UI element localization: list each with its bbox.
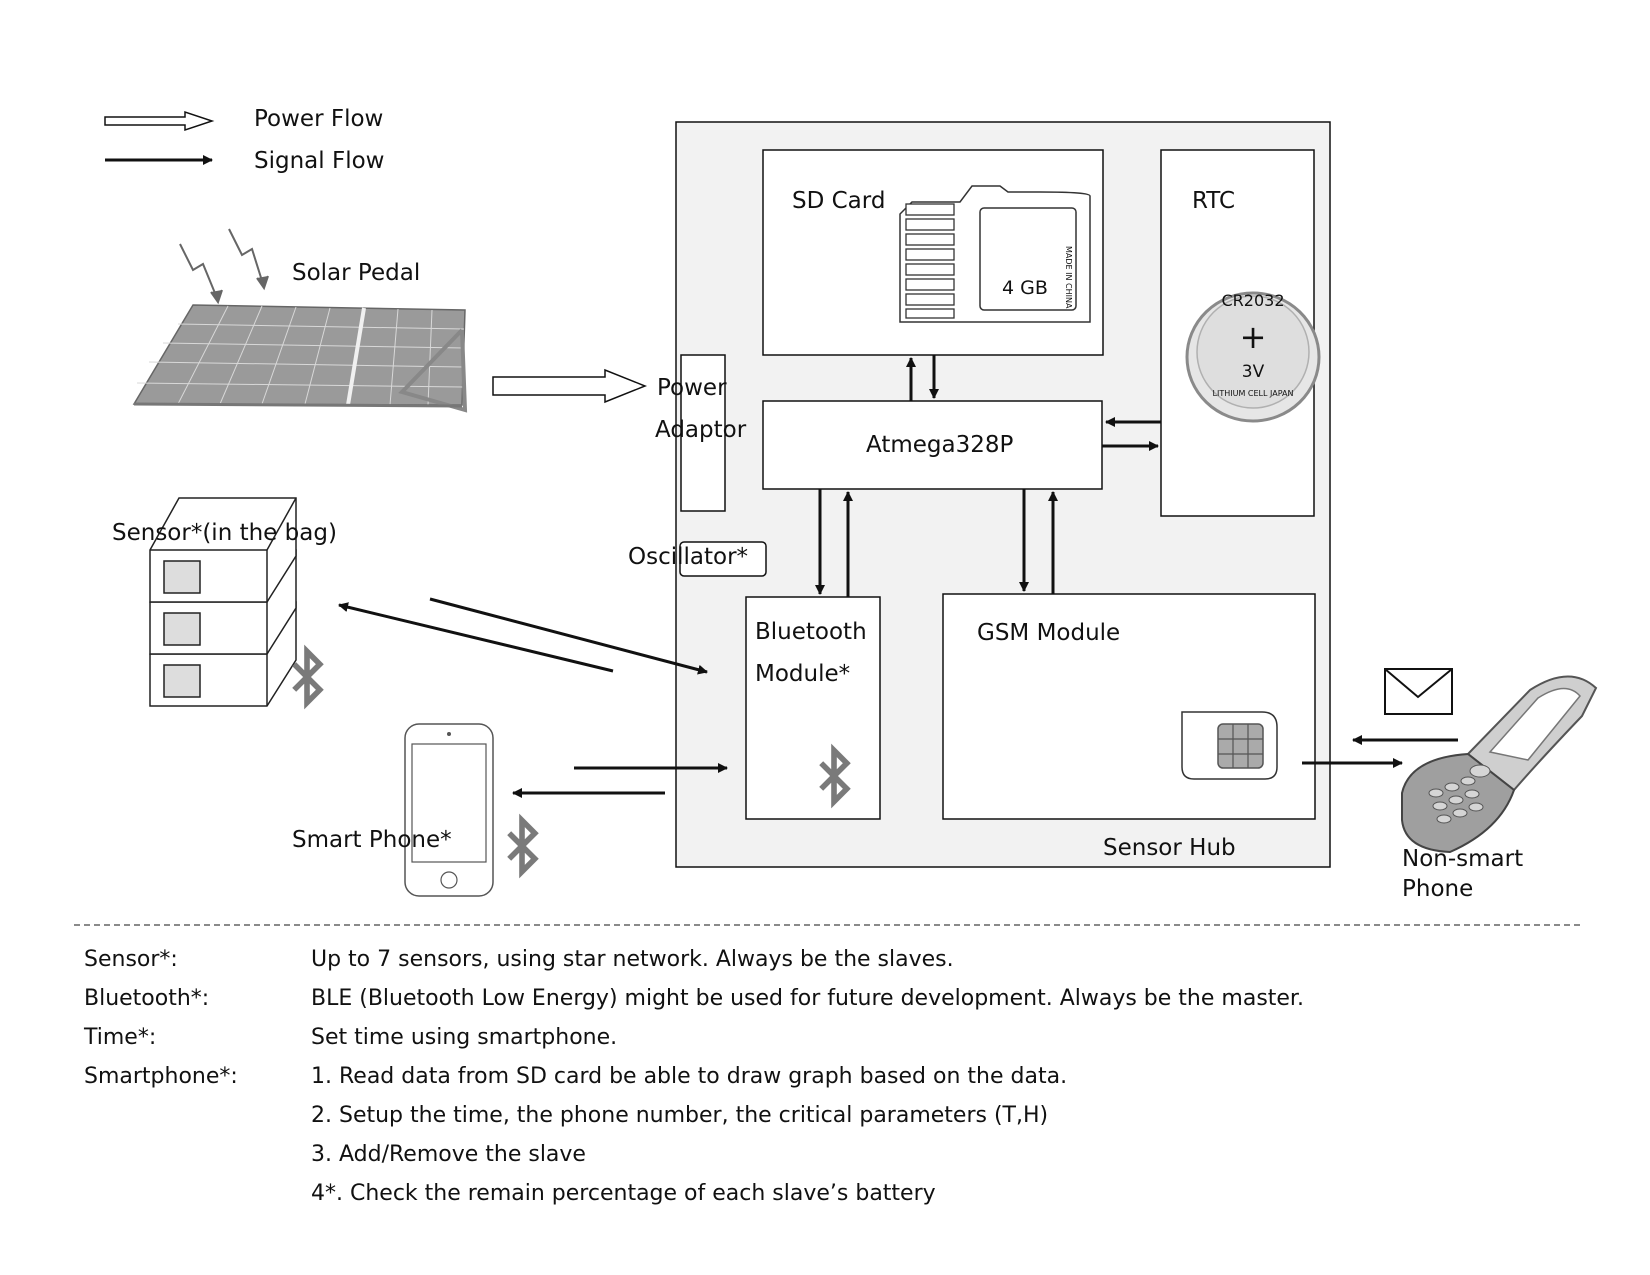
- note-row-smartphone-1: Smartphone*: 1. Read data from SD card b…: [84, 1057, 1584, 1096]
- non-smart-phone-label-line2: Phone: [1402, 876, 1473, 902]
- coin-battery-image: CR2032 + 3V LITHIUM CELL JAPAN: [1187, 291, 1319, 421]
- sensor-hub-label: Sensor Hub: [1103, 835, 1236, 861]
- atmega328p-label: Atmega328P: [866, 432, 1013, 458]
- power-adaptor-label-line1: Power: [657, 375, 727, 401]
- note-row-time: Time*: Set time using smartphone.: [84, 1018, 1584, 1057]
- note-row-sensor: Sensor*: Up to 7 sensors, using star net…: [84, 940, 1584, 979]
- lightning-icon: [180, 229, 268, 302]
- note-term: Bluetooth*:: [84, 986, 311, 1011]
- battery-model-text: CR2032: [1221, 291, 1284, 310]
- envelope-icon: [1385, 669, 1452, 714]
- sd-card-label: SD Card: [792, 188, 885, 214]
- gsm-module-label: GSM Module: [977, 620, 1120, 646]
- note-definition: 4*. Check the remain percentage of each …: [311, 1181, 1584, 1206]
- sensor-label: Sensor*(in the bag): [112, 520, 337, 546]
- bluetooth-to-sensor-arrow: [339, 605, 613, 671]
- note-row-smartphone-2: 2. Setup the time, the phone number, the…: [84, 1096, 1584, 1135]
- note-term: Sensor*:: [84, 947, 311, 972]
- power-flow-legend-label: Power Flow: [254, 106, 383, 132]
- note-definition: 3. Add/Remove the slave: [311, 1142, 1584, 1167]
- bluetooth-module-label-line2: Module*: [755, 661, 850, 687]
- sd-card-capacity: 4 GB: [1002, 277, 1048, 299]
- signal-flow-legend-label: Signal Flow: [254, 148, 384, 174]
- battery-maker-text: LITHIUM CELL JAPAN: [1213, 389, 1294, 398]
- bluetooth-icon: [509, 820, 535, 871]
- note-row-smartphone-4: 4*. Check the remain percentage of each …: [84, 1174, 1584, 1213]
- sd-card-image: 4 GB MADE IN CHINA: [900, 186, 1090, 322]
- non-smart-phone-label-line1: Non-smart: [1402, 846, 1523, 872]
- legend: Power Flow Signal Flow: [105, 106, 384, 174]
- bluetooth-icon: [294, 651, 320, 702]
- bluetooth-module-label-line1: Bluetooth: [755, 619, 867, 645]
- smart-phone-image: [405, 724, 493, 896]
- note-term: Time*:: [84, 1025, 311, 1050]
- power-adaptor-label-line2: Adaptor: [655, 417, 747, 443]
- note-definition: 2. Setup the time, the phone number, the…: [311, 1103, 1584, 1128]
- system-diagram: Power Flow Signal Flow Solar Pedal: [0, 0, 1650, 930]
- note-definition: Set time using smartphone.: [311, 1025, 1584, 1050]
- solar-to-adaptor-power-arrow: [493, 370, 645, 402]
- sim-card-icon: [1182, 712, 1277, 779]
- note-row-bluetooth: Bluetooth*: BLE (Bluetooth Low Energy) m…: [84, 979, 1584, 1018]
- notes-section: Sensor*: Up to 7 sensors, using star net…: [84, 940, 1584, 1213]
- note-definition: 1. Read data from SD card be able to dra…: [311, 1064, 1584, 1089]
- note-row-smartphone-3: 3. Add/Remove the slave: [84, 1135, 1584, 1174]
- note-definition: Up to 7 sensors, using star network. Alw…: [311, 947, 1584, 972]
- note-definition: BLE (Bluetooth Low Energy) might be used…: [311, 986, 1584, 1011]
- solar-panel-image: [134, 305, 465, 410]
- rtc-label: RTC: [1192, 188, 1235, 214]
- oscillator-label: Oscillator*: [628, 544, 748, 570]
- sd-card-side-text: MADE IN CHINA: [1064, 246, 1073, 309]
- solar-pedal-label: Solar Pedal: [292, 260, 420, 286]
- note-term: Smartphone*:: [84, 1064, 311, 1089]
- smart-phone-label: Smart Phone*: [292, 827, 452, 853]
- battery-voltage-text: 3V: [1242, 362, 1265, 382]
- power-flow-legend-arrow: [105, 112, 212, 130]
- battery-plus-text: +: [1240, 318, 1267, 356]
